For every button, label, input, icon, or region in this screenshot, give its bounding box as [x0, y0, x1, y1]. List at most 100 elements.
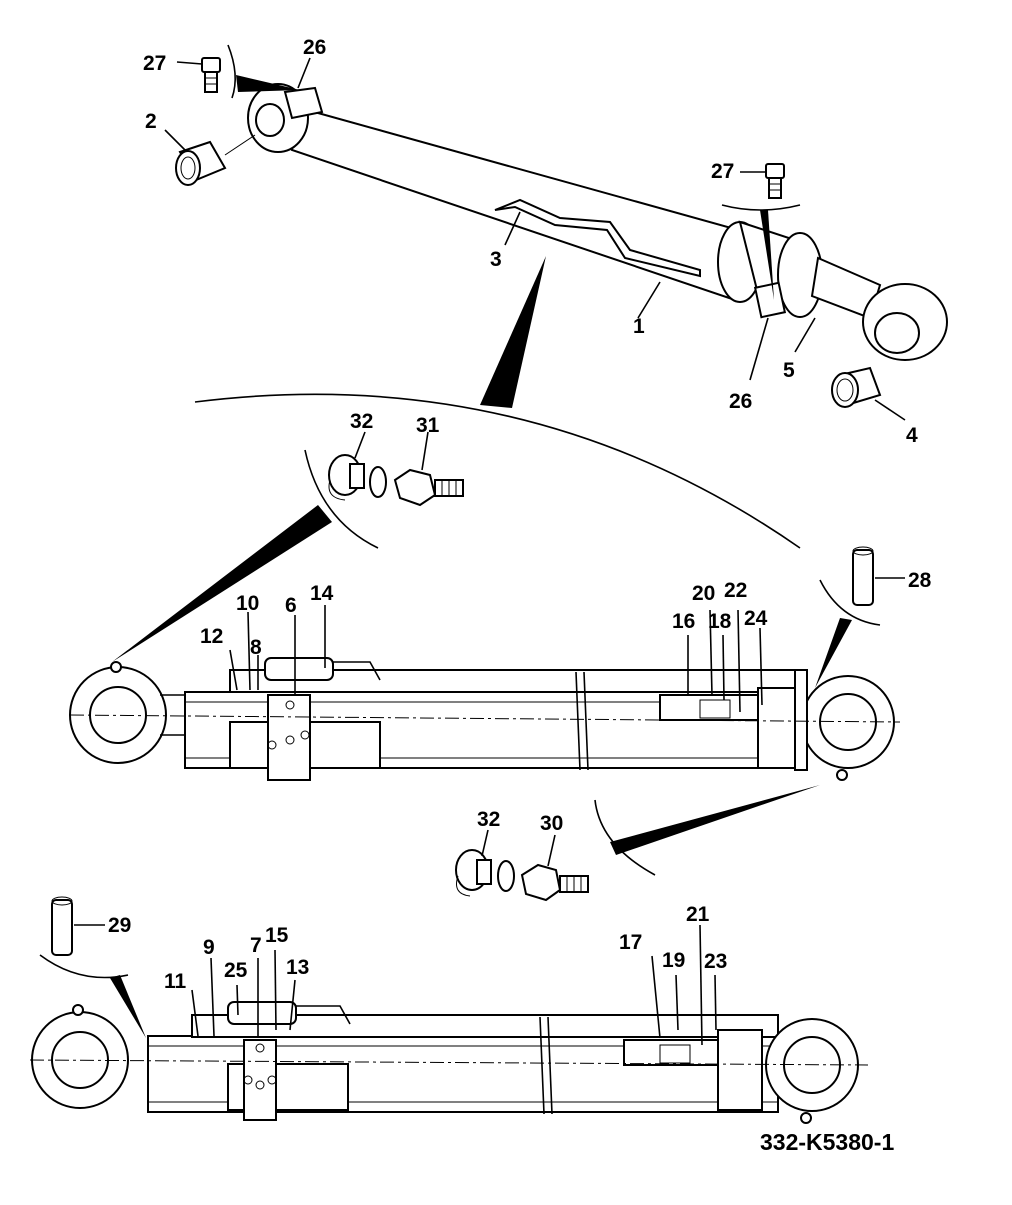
nipple-right	[836, 769, 848, 781]
callout-21: 21	[686, 903, 710, 926]
pipe-bend	[333, 661, 381, 681]
callout-18: 18	[708, 610, 732, 633]
zoom-wedge-head	[760, 210, 774, 300]
leader-5	[794, 317, 816, 353]
isometric-cylinder-assembly	[164, 44, 948, 421]
callout-32-upper: 32	[350, 410, 373, 433]
drawing-reference: 332-K5380-1	[760, 1129, 894, 1155]
nipple-30-hex	[520, 863, 562, 902]
washer-b	[497, 860, 515, 892]
callout-17: 17	[619, 931, 642, 954]
callout-22: 22	[724, 579, 747, 602]
rear-port-block	[283, 86, 324, 120]
callout-27-head: 27	[711, 160, 734, 183]
pin-28-group	[815, 546, 905, 688]
callout-26-head: 26	[729, 390, 752, 413]
leader-3	[504, 211, 521, 246]
bolt-27-head	[765, 163, 785, 199]
leader-32a	[354, 431, 366, 459]
leader-30	[547, 834, 556, 867]
callout-27-rear: 27	[143, 52, 166, 75]
pipe-tube-2	[191, 1014, 779, 1038]
fitting-zoom-arc	[304, 449, 379, 549]
rod-end-collar	[794, 669, 808, 771]
port-block	[267, 694, 311, 781]
callout-11: 11	[164, 970, 187, 993]
rear-eye-bore	[255, 103, 285, 137]
callout-4: 4	[906, 424, 918, 447]
pin-28	[852, 549, 874, 606]
callout-25: 25	[224, 959, 248, 982]
callout-29: 29	[108, 914, 131, 937]
bushing-2	[175, 134, 256, 186]
break-line-a	[575, 671, 581, 771]
section-view-cylinder-1	[69, 605, 901, 781]
fitting30-zoom-arc	[594, 799, 656, 876]
break-line-b	[583, 671, 589, 771]
zoom-wedge-rear	[236, 75, 300, 92]
callout-3: 3	[490, 248, 502, 271]
pin-zoom-arc	[819, 579, 881, 626]
grease-fitting-30-group	[455, 785, 820, 902]
zoom-arc-rear	[227, 44, 236, 99]
callout-9: 9	[203, 936, 215, 959]
pin-29	[51, 899, 73, 956]
leader-4	[874, 399, 906, 421]
detail-arc	[194, 393, 801, 549]
callout-12: 12	[200, 625, 223, 648]
leader-31	[421, 431, 429, 471]
pin-wedge	[815, 618, 852, 688]
callout-13: 13	[286, 956, 309, 979]
barrel-edge-top	[299, 107, 761, 237]
centre-line	[69, 714, 901, 723]
leader-27a	[176, 61, 203, 65]
callout-28: 28	[908, 569, 932, 592]
nipple-left	[110, 661, 122, 673]
callout-14: 14	[310, 582, 334, 605]
zoom-arc-head	[721, 204, 801, 211]
bushing-4	[831, 366, 882, 408]
leader-26b	[749, 317, 769, 381]
barrel-cutaway	[494, 198, 701, 278]
head-port-block	[753, 281, 787, 319]
callout-30: 30	[540, 812, 563, 835]
port-block-2	[243, 1039, 277, 1121]
callout-2: 2	[145, 110, 157, 133]
callout-31: 31	[416, 414, 440, 437]
nipple-31-hex	[393, 468, 437, 507]
cap-32-body	[349, 463, 365, 489]
leader-2	[164, 129, 186, 151]
pin29-zoom-arc	[39, 954, 129, 979]
leader-1	[637, 281, 661, 319]
callout-23: 23	[704, 950, 727, 973]
gland-end-2	[717, 1029, 763, 1111]
callout-1: 1	[633, 315, 645, 338]
pipe-fitting-2	[227, 1001, 297, 1025]
leader-32b	[481, 829, 489, 857]
fitting-wedge	[112, 505, 332, 662]
section-view-cylinder-2	[29, 896, 869, 1124]
callout-7: 7	[250, 934, 262, 957]
callout-24: 24	[744, 607, 768, 630]
callout-15: 15	[265, 924, 289, 947]
callout-19: 19	[662, 949, 685, 972]
pipe-fitting	[264, 657, 334, 681]
fitting30-wedge	[610, 785, 820, 855]
rod-eye-bore	[874, 312, 920, 354]
gland-end	[757, 687, 801, 769]
leader-26a	[297, 57, 311, 89]
callout-6: 6	[285, 594, 297, 617]
callout-10: 10	[236, 592, 259, 615]
callout-5: 5	[783, 359, 795, 382]
detail-wedge	[480, 256, 546, 408]
washer	[369, 466, 387, 498]
callout-16: 16	[672, 610, 695, 633]
callout-20: 20	[692, 582, 715, 605]
cap-32b-body	[476, 859, 492, 885]
callout-8: 8	[250, 636, 262, 659]
callout-32-lower: 32	[477, 808, 500, 831]
grease-fitting-31-group	[112, 431, 464, 662]
bolt-27-rear	[201, 57, 221, 93]
